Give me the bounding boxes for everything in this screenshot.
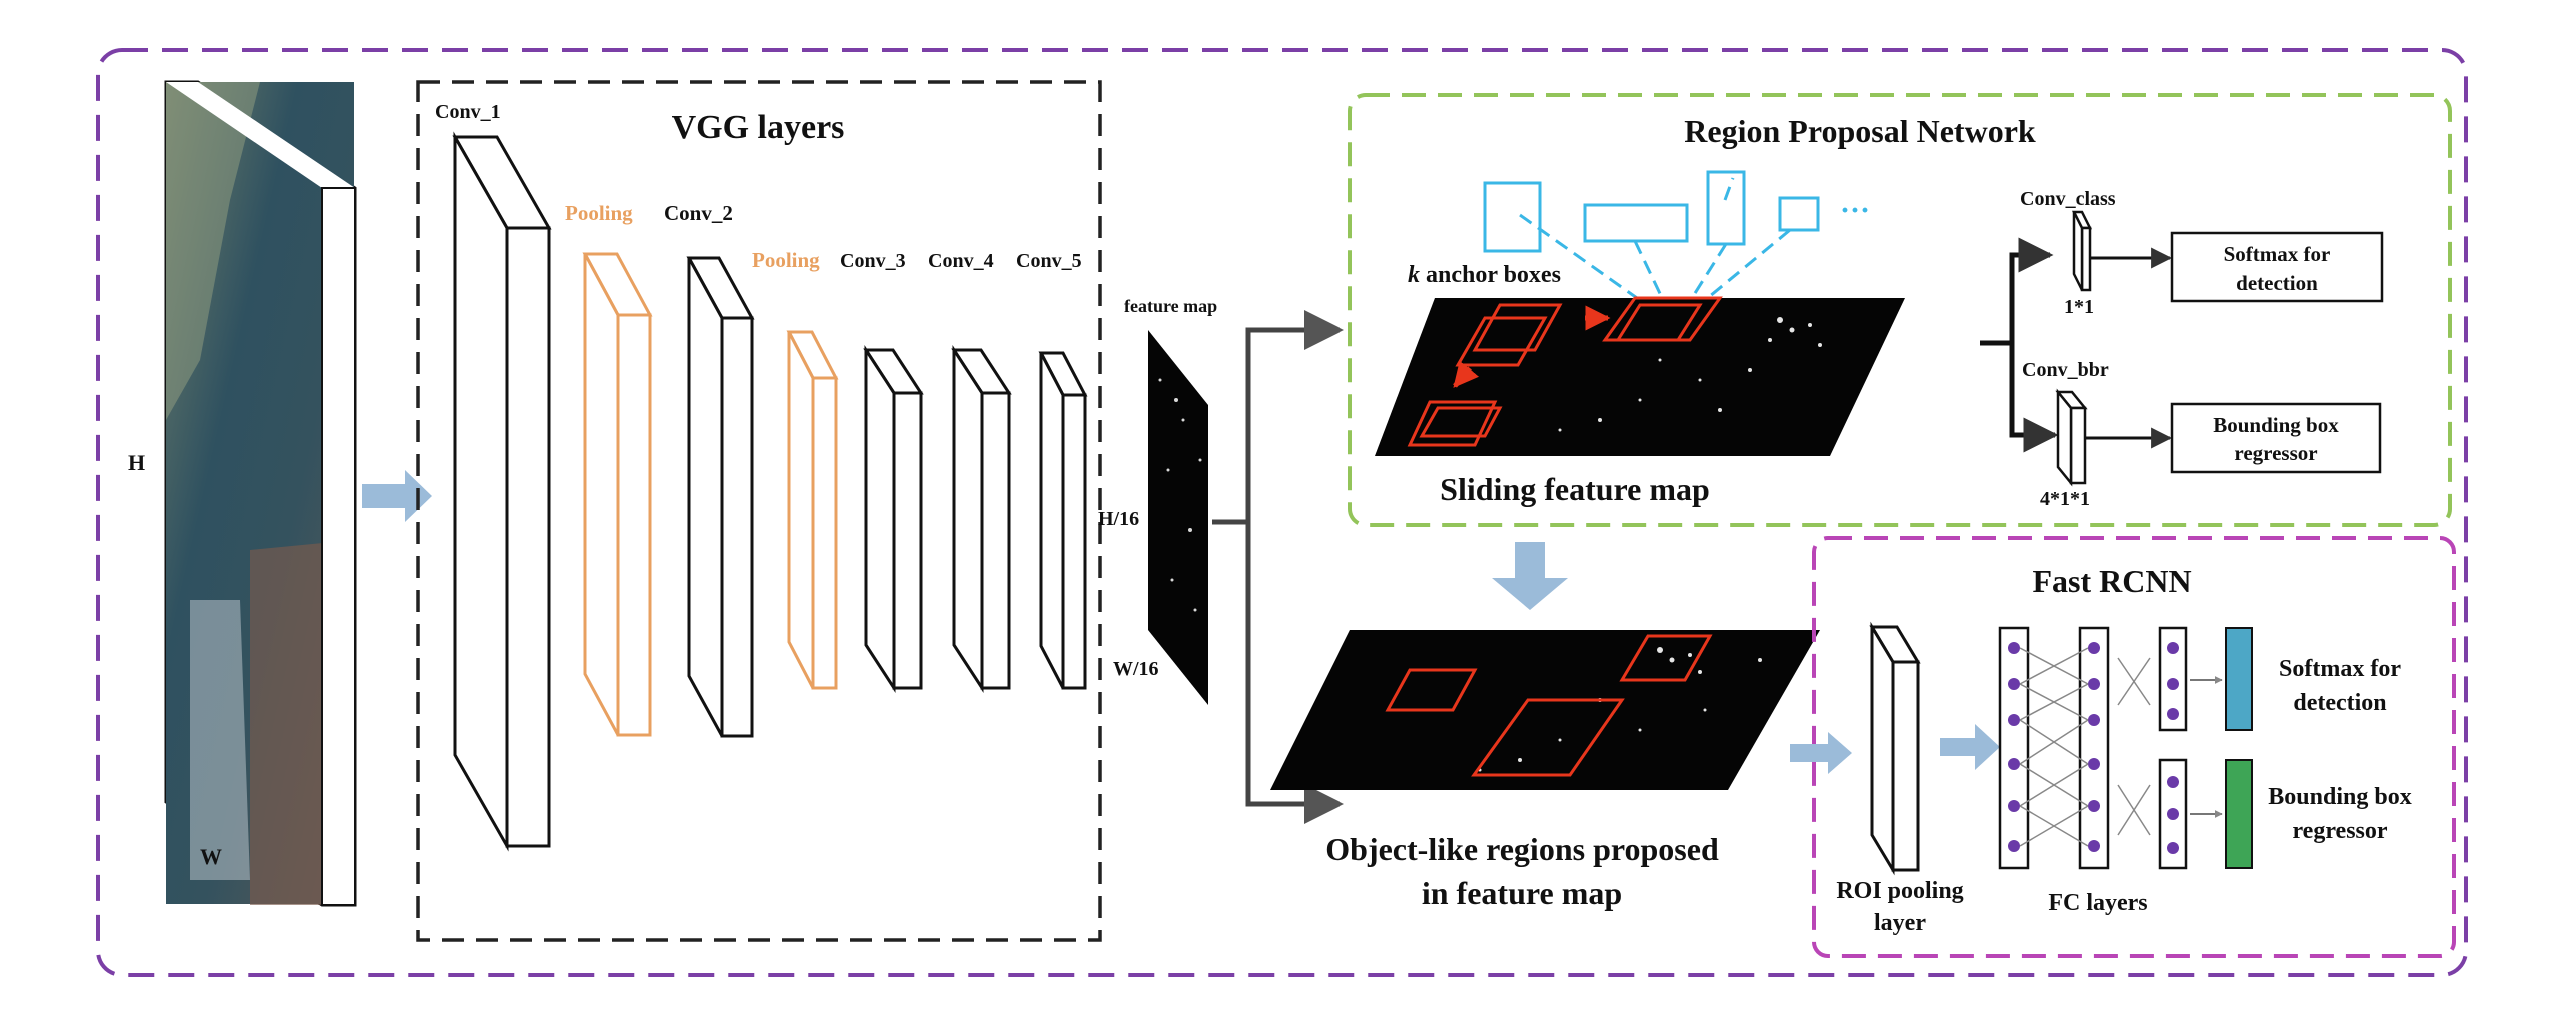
conv2-block bbox=[686, 256, 755, 738]
rpn-head-lines bbox=[1980, 237, 2059, 453]
conv-class-block bbox=[2071, 210, 2093, 292]
conv-bbr-block bbox=[2055, 388, 2088, 487]
conv-class-label: Conv_class bbox=[2020, 188, 2116, 210]
conv-bbr-size: 4*1*1 bbox=[2040, 488, 2090, 510]
feature-map bbox=[1148, 330, 1208, 705]
conv5-block bbox=[1038, 351, 1088, 690]
rpn-softmax-line1: Softmax for bbox=[2224, 242, 2331, 266]
input-w-label: W bbox=[200, 844, 222, 869]
bbox-output-bar bbox=[2225, 759, 2253, 869]
fc-layers bbox=[1998, 626, 2253, 870]
rpn-bbox-line2: regressor bbox=[2234, 441, 2317, 465]
rpn-bbox-box bbox=[2170, 402, 2382, 474]
roi-to-fc-arrow bbox=[1940, 724, 2000, 770]
input-image bbox=[164, 80, 357, 907]
vgg-box bbox=[416, 80, 1102, 942]
fast-bbox-line2: regressor bbox=[2292, 818, 2387, 844]
fc-column-2 bbox=[2078, 626, 2110, 870]
conv5-label: Conv_5 bbox=[1016, 250, 1082, 272]
fast-bbox-line1: Bounding box bbox=[2268, 784, 2411, 810]
branch-arrows bbox=[1212, 310, 1344, 824]
conv-class-size: 1*1 bbox=[2064, 296, 2094, 318]
fast-softmax-line1: Softmax for bbox=[2279, 656, 2401, 682]
fast-softmax-line2: detection bbox=[2293, 690, 2386, 716]
rpn-bbox-line1: Bounding box bbox=[2213, 413, 2339, 437]
sliding-feature-map bbox=[1375, 296, 1905, 456]
proposals-line2: in feature map bbox=[1422, 875, 1622, 911]
fast-rcnn-title: Fast RCNN bbox=[2032, 563, 2191, 599]
anchor-text: anchor boxes bbox=[1420, 262, 1561, 288]
pool2-block bbox=[786, 330, 839, 690]
pool1-block bbox=[582, 252, 653, 737]
conv3-label: Conv_3 bbox=[840, 250, 906, 272]
conv4-label: Conv_4 bbox=[928, 250, 994, 272]
roi-line1: ROI pooling bbox=[1836, 878, 1963, 904]
sliding-feature-map-label: Sliding feature map bbox=[1440, 471, 1710, 507]
conv-bbr-label: Conv_bbr bbox=[2022, 359, 2109, 381]
outer-border bbox=[96, 48, 2468, 977]
anchor-boxes-label: k anchor boxes bbox=[1408, 262, 1561, 288]
pool2-label: Pooling bbox=[752, 248, 820, 272]
rpn-down-arrow bbox=[1492, 542, 1568, 610]
conv4-block bbox=[951, 344, 1012, 694]
softmax-output-bar bbox=[2225, 627, 2253, 731]
conv1-block bbox=[452, 131, 552, 852]
roi-line2: layer bbox=[1874, 910, 1926, 936]
anchor-boxes bbox=[1483, 170, 1820, 253]
input-h-label: H bbox=[128, 450, 145, 475]
proposal-to-roi-arrow bbox=[1790, 732, 1852, 774]
anchor-ellipsis: ··· bbox=[1840, 194, 1870, 227]
feature-map-h-label: H/16 bbox=[1098, 508, 1139, 530]
input-arrow bbox=[362, 470, 432, 522]
conv3-block bbox=[863, 344, 924, 694]
rpn-title: Region Proposal Network bbox=[1684, 113, 2036, 149]
roi-pooling-block bbox=[1869, 621, 1921, 876]
feature-map-label: feature map bbox=[1124, 296, 1217, 316]
vgg-title: VGG layers bbox=[672, 109, 845, 146]
rpn-softmax-box bbox=[2170, 231, 2384, 303]
proposal-feature-map bbox=[1270, 630, 1820, 790]
fc-column-1 bbox=[1998, 626, 2030, 870]
conv1-label: Conv_1 bbox=[435, 101, 501, 123]
conv2-label: Conv_2 bbox=[664, 201, 733, 225]
fc-layers-label: FC layers bbox=[2048, 890, 2147, 916]
anchor-k: k bbox=[1408, 262, 1420, 288]
feature-map-w-label: W/16 bbox=[1113, 658, 1159, 680]
rpn-softmax-line2: detection bbox=[2236, 271, 2318, 295]
proposals-line1: Object-like regions proposed bbox=[1325, 831, 1719, 867]
pool1-label: Pooling bbox=[565, 201, 633, 225]
